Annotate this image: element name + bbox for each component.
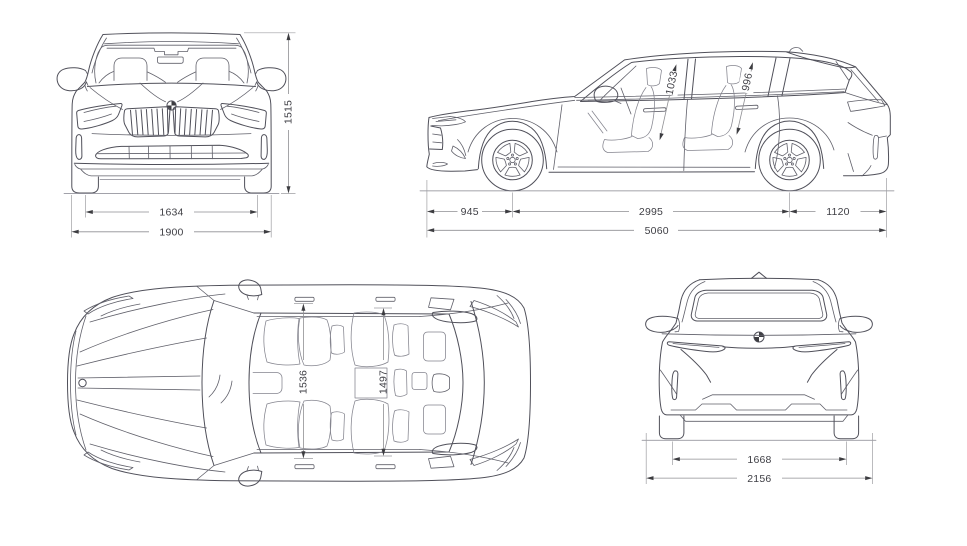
svg-text:5060: 5060 [645,225,669,237]
svg-text:1668: 1668 [747,454,771,466]
svg-text:1033: 1033 [664,70,681,96]
svg-text:2995: 2995 [639,206,663,218]
svg-text:1536: 1536 [297,370,309,394]
svg-text:1634: 1634 [159,207,183,219]
svg-text:996: 996 [740,72,756,92]
svg-text:1120: 1120 [826,206,849,218]
svg-text:1900: 1900 [159,227,183,239]
svg-text:2156: 2156 [747,473,771,485]
svg-text:945: 945 [461,206,479,218]
svg-text:1515: 1515 [283,100,295,124]
svg-text:1497: 1497 [378,370,390,394]
